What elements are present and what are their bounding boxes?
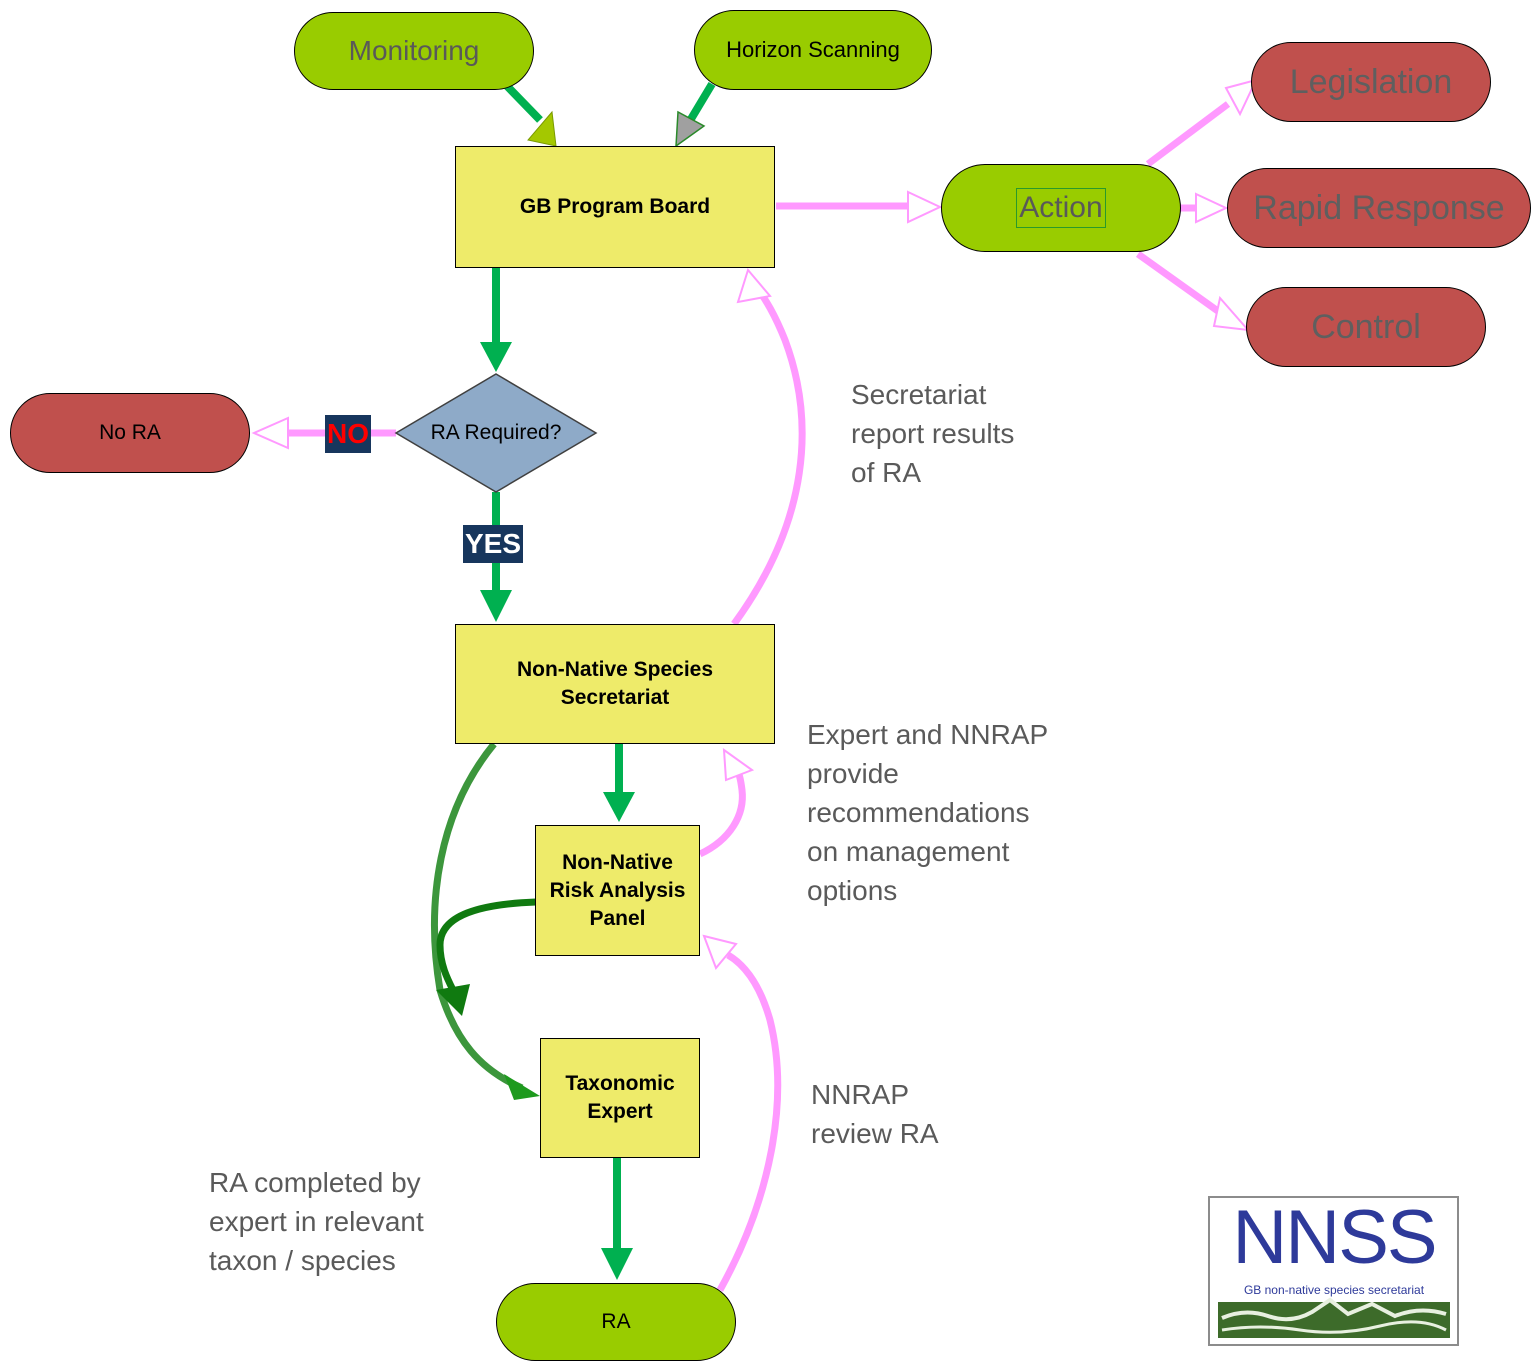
arrowhead-panel-review	[702, 934, 738, 970]
note-expert-line5: options	[807, 875, 898, 906]
arrowhead-horizon	[675, 110, 706, 148]
rapid-response-label: Rapid Response	[1253, 188, 1505, 227]
arrowhead-legislation	[1224, 78, 1258, 117]
arrowhead-board-report	[736, 267, 772, 304]
note-expert-line3: recommendations	[807, 797, 1030, 828]
no-ra-label: No RA	[99, 421, 161, 444]
secretariat-box: Non-Native Species Secretariat	[455, 624, 775, 744]
legislation-label: Legislation	[1289, 62, 1453, 101]
arrowhead-secretariat-expert	[504, 1074, 540, 1100]
arrow-horizon-to-board	[684, 81, 716, 127]
arrowhead-secretariat-panel	[603, 792, 635, 822]
action-label: Action	[1016, 188, 1106, 228]
note-completed-line2: expert in relevant	[209, 1206, 424, 1237]
arrowhead-decision-secretariat	[480, 590, 512, 622]
expert-label-line2: Expert	[587, 1100, 653, 1123]
arrowhead-rapid	[1195, 192, 1229, 224]
gb-program-board-label: GB Program Board	[519, 195, 711, 218]
arrowhead-action	[907, 190, 943, 224]
note-secretariat-line1: Secretariat	[851, 379, 987, 410]
note-completed-line3: taxon / species	[209, 1245, 396, 1276]
ra-label: RA	[601, 1310, 631, 1333]
action-node: Action	[941, 164, 1181, 252]
horizon-scanning-label: Horizon Scanning	[726, 37, 900, 62]
arrow-panel-to-expert	[436, 898, 537, 994]
note-completed-line1: RA completed by	[209, 1167, 421, 1198]
note-expert-line4: on management	[807, 836, 1010, 867]
monitoring-node: Monitoring	[294, 12, 534, 90]
nnss-logo-subtitle: GB non-native species secretariat	[1243, 1283, 1425, 1297]
arrowhead-expert-ra	[601, 1248, 633, 1280]
taxonomic-expert-box: Taxonomic Expert	[540, 1038, 700, 1158]
arrow-secretariat-report	[731, 287, 806, 627]
nnss-logo-title: NNSS	[1232, 1195, 1437, 1280]
ra-node: RA	[496, 1283, 736, 1361]
risk-analysis-panel-box: Non-Native Risk Analysis Panel	[535, 825, 700, 956]
flow-arrows	[492, 81, 716, 1248]
arrow-monitoring-to-board	[504, 83, 543, 123]
risk-panel-label-line3: Panel	[589, 906, 646, 930]
arrow-ra-review	[716, 951, 782, 1292]
ra-required-diamond	[394, 373, 598, 493]
note-expert-line2: provide	[807, 758, 899, 789]
note-review-line2: review RA	[811, 1118, 939, 1149]
arrowhead-secretariat-recommend	[722, 747, 755, 782]
arrow-action-to-legislation	[1145, 101, 1231, 167]
yes-tag: YES	[463, 525, 524, 563]
rapid-response-node: Rapid Response	[1227, 168, 1531, 248]
risk-panel-label-line1: Non-Native	[562, 850, 673, 874]
legislation-node: Legislation	[1251, 42, 1491, 122]
arrowhead-panel-expert	[436, 984, 470, 1016]
note-secretariat-line3: of RA	[851, 457, 922, 488]
feedback-arrowheads	[251, 78, 1258, 970]
risk-panel-label-line2: Risk Analysis	[549, 878, 686, 902]
note-nnrap-review: NNRAP review RA	[811, 1075, 939, 1153]
expert-label-line1: Taxonomic	[565, 1072, 675, 1095]
horizon-scanning-node: Horizon Scanning	[694, 10, 932, 90]
note-expert-nnrap: Expert and NNRAP provide recommendations…	[807, 715, 1048, 910]
arrow-panel-recommend	[698, 770, 746, 858]
no-ra-node: No RA	[10, 393, 250, 473]
arrowhead-nora	[251, 416, 289, 450]
no-tag: NO	[325, 415, 371, 453]
secretariat-label-line1: Non-Native Species	[516, 658, 714, 681]
nnss-logo-graphic	[1208, 1196, 1459, 1346]
secretariat-label-line2: Secretariat	[560, 686, 670, 709]
monitoring-label: Monitoring	[348, 35, 480, 66]
arrow-action-to-control	[1135, 251, 1225, 317]
feedback-arrows	[288, 101, 1231, 1292]
flow-arrowheads	[480, 110, 706, 1280]
ra-required-label: RA Required?	[430, 421, 562, 444]
gb-program-board-box: GB Program Board	[455, 146, 775, 268]
note-secretariat-line2: report results	[851, 418, 1015, 449]
note-review-line1: NNRAP	[811, 1079, 910, 1110]
note-ra-completed: RA completed by expert in relevant taxon…	[209, 1163, 424, 1280]
control-node: Control	[1246, 287, 1486, 367]
arrowhead-monitoring	[527, 110, 557, 147]
note-secretariat-report: Secretariat report results of RA	[851, 375, 1014, 492]
note-expert-line1: Expert and NNRAP	[807, 719, 1049, 750]
arrowhead-board-decision	[480, 342, 512, 372]
arrowhead-control	[1212, 295, 1251, 332]
arrow-secretariat-to-expert	[431, 741, 524, 1092]
control-label: Control	[1311, 307, 1421, 346]
